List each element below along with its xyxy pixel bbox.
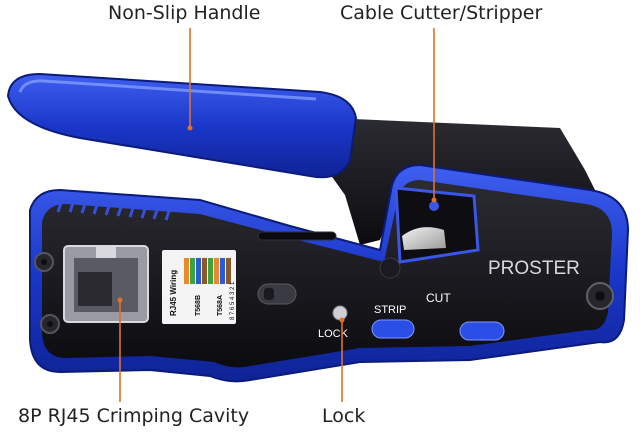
callout-crimping-cavity: 8P RJ45 Crimping Cavity xyxy=(18,405,250,427)
screw-icon xyxy=(34,252,54,272)
lock-indicator-dot xyxy=(332,305,348,321)
cable-cutter-window[interactable] xyxy=(379,186,480,279)
grip-ridges xyxy=(56,199,172,221)
lock-slider[interactable] xyxy=(257,283,297,305)
leader-endpoints xyxy=(117,125,437,323)
pin-numbers: 8 7 6 5 4 3 2 1 xyxy=(230,281,236,320)
rj45-crimping-cavity[interactable] xyxy=(63,245,149,323)
t568a-color-bars xyxy=(208,258,231,284)
handle-highlight xyxy=(18,79,317,101)
screw-icon xyxy=(40,314,60,334)
standard-a-label: T568A xyxy=(217,295,224,316)
upper-handle[interactable] xyxy=(6,72,358,179)
standard-b-label: T568B xyxy=(195,295,202,316)
cut-label: CUT xyxy=(426,291,451,305)
cut-slot[interactable] xyxy=(459,321,505,341)
callout-cable-cutter-stripper: Cable Cutter/Stripper xyxy=(340,2,543,24)
wiring-chart: RJ45 Wiring T568B T568A 8 7 6 5 4 3 2 1 xyxy=(162,250,236,324)
strip-label: STRIP xyxy=(374,304,406,316)
strip-slot[interactable] xyxy=(371,319,415,339)
callout-non-slip-handle: Non-Slip Handle xyxy=(108,2,261,24)
callout-lock: Lock xyxy=(322,405,366,427)
t568b-color-bars xyxy=(184,258,207,284)
cutter-blade xyxy=(402,227,446,250)
lock-label: LOCK xyxy=(318,328,349,340)
wiring-title: RJ45 Wiring xyxy=(169,270,178,316)
leader-lines xyxy=(119,28,435,402)
pivot-screw-icon xyxy=(586,282,614,310)
brand-label: PROSTER xyxy=(488,258,580,279)
body-groove xyxy=(257,231,337,241)
